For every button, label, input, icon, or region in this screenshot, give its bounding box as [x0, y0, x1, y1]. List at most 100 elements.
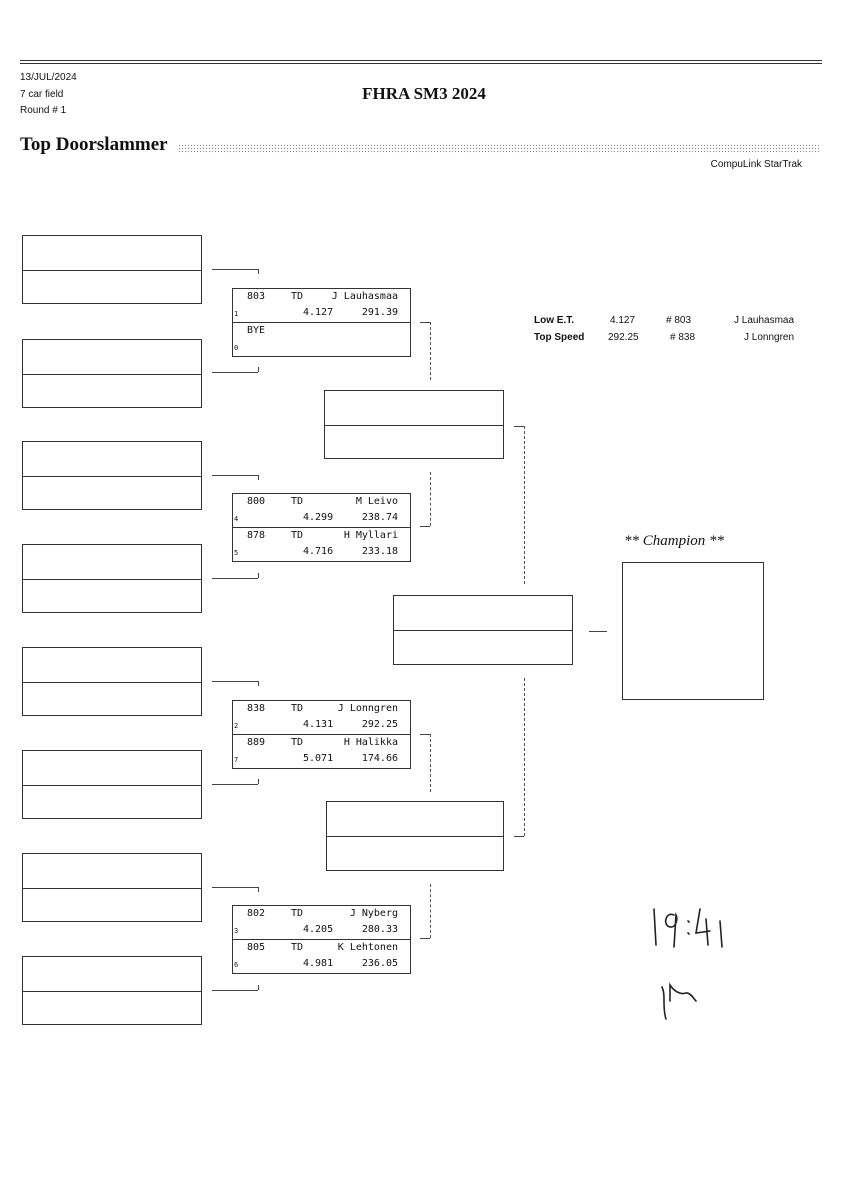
class-title: Top Doorslammer	[20, 134, 168, 155]
connector-line	[420, 938, 430, 939]
driver-name: H Myllari	[343, 530, 398, 541]
car-class: TD	[291, 908, 304, 919]
semifinal-slot-bottom	[326, 801, 504, 871]
car-number: 803	[247, 291, 266, 302]
racer-slot: 805 TD K Lehtonen 4.981 236.05 6	[233, 940, 410, 973]
event-date: 13/JUL/2024	[20, 72, 77, 83]
top-speed-driver: J Lonngren	[744, 332, 795, 343]
top-speed-row: Top Speed	[534, 332, 584, 343]
speed: 291.39	[361, 307, 398, 318]
racer-slot: 800 TD M Leivo 4.299 238.74 4	[233, 494, 410, 528]
car-class: TD	[291, 496, 304, 507]
elapsed-time: 4.127	[303, 307, 334, 318]
dashed-connector	[430, 322, 431, 380]
dashed-connector	[430, 884, 431, 938]
speed: 174.66	[361, 753, 398, 764]
connector-line	[589, 631, 607, 632]
connector-tick	[258, 367, 259, 372]
lane-number: 3	[234, 927, 239, 935]
final-slot	[393, 595, 573, 665]
elapsed-time: 4.981	[303, 958, 334, 969]
speed: 238.74	[361, 512, 398, 523]
racer-slot: BYE 0	[233, 323, 410, 356]
racer-slot: 878 TD H Myllari 4.716 233.18 5	[233, 528, 410, 561]
top-speed-value: 292.25	[608, 332, 639, 343]
pair-3: 838 TD J Lonngren 4.131 292.25 2 889 TD …	[232, 700, 411, 769]
car-class: TD	[291, 737, 304, 748]
low-et-row: Low E.T.	[534, 315, 574, 326]
racer-slot: 802 TD J Nyberg 4.205 280.33 3	[233, 906, 410, 940]
car-number: 802	[247, 908, 266, 919]
racer-slot: 803 TD J Lauhasmaa 4.127 291.39 1	[233, 289, 410, 323]
bracket-slot-empty	[22, 339, 202, 408]
car-number: 838	[247, 703, 266, 714]
bracket-slot-empty	[22, 647, 202, 716]
connector-line	[514, 426, 524, 427]
connector-line	[420, 322, 430, 323]
connector-line	[420, 734, 430, 735]
top-rule-2	[20, 63, 822, 64]
brand-label: CompuLink StarTrak	[710, 159, 802, 170]
low-et-value: 4.127	[610, 315, 636, 326]
connector-tick	[258, 475, 259, 480]
bracket-slot-empty	[22, 235, 202, 304]
lane-number: 7	[234, 756, 239, 764]
connector-tick	[258, 681, 259, 686]
connector-line	[212, 887, 258, 888]
car-number: 878	[247, 530, 266, 541]
elapsed-time: 4.205	[303, 924, 334, 935]
pair-2: 800 TD M Leivo 4.299 238.74 4 878 TD H M…	[232, 493, 411, 562]
lane-number: 4	[234, 515, 239, 523]
lane-number: 6	[234, 961, 239, 969]
driver-name: J Lonngren	[337, 703, 398, 714]
connector-line	[212, 372, 258, 373]
field-size: 7 car field	[20, 89, 64, 100]
connector-line	[212, 269, 258, 270]
dashed-connector	[430, 472, 431, 526]
car-class: TD	[291, 703, 304, 714]
connector-line	[212, 784, 258, 785]
connector-line	[212, 578, 258, 579]
connector-line	[212, 681, 258, 682]
car-class: TD	[291, 530, 304, 541]
top-speed-label: Top Speed	[534, 332, 585, 343]
speed: 280.33	[361, 924, 398, 935]
elapsed-time: 4.131	[303, 719, 334, 730]
driver-name: K Lehtonen	[337, 942, 398, 953]
lane-number: 2	[234, 722, 239, 730]
car-number: 889	[247, 737, 266, 748]
dashed-connector	[524, 426, 525, 584]
pair-4: 802 TD J Nyberg 4.205 280.33 3 805 TD K …	[232, 905, 411, 974]
champion-label: ** Champion **	[624, 533, 725, 549]
connector-line	[212, 990, 258, 991]
driver-name: H Halikka	[343, 737, 398, 748]
lane-number: 1	[234, 310, 239, 318]
driver-name: J Lauhasmaa	[331, 291, 398, 302]
racer-slot: 838 TD J Lonngren 4.131 292.25 2	[233, 701, 410, 735]
connector-tick	[258, 779, 259, 784]
elapsed-time: 5.071	[303, 753, 334, 764]
bracket-slot-empty	[22, 750, 202, 819]
driver-name: J Nyberg	[349, 908, 398, 919]
car-class: TD	[291, 942, 304, 953]
connector-line	[420, 526, 430, 527]
top-speed-car: # 838	[670, 332, 696, 343]
low-et-driver: J Lauhasmaa	[734, 315, 795, 326]
elapsed-time: 4.716	[303, 546, 334, 557]
driver-name: M Leivo	[355, 496, 398, 507]
bracket-slot-empty	[22, 441, 202, 510]
bracket-slot-empty	[22, 544, 202, 613]
top-rule-1	[20, 60, 822, 61]
car-class: TD	[291, 291, 304, 302]
champion-box	[622, 562, 764, 700]
lane-number: 5	[234, 549, 239, 557]
dashed-connector	[524, 678, 525, 836]
pair-1: 803 TD J Lauhasmaa 4.127 291.39 1 BYE 0	[232, 288, 411, 357]
connector-tick	[258, 269, 259, 274]
lane-number: 0	[234, 344, 239, 352]
speed: 236.05	[361, 958, 398, 969]
speed: 292.25	[361, 719, 398, 730]
low-et-label: Low E.T.	[534, 315, 574, 326]
elapsed-time: 4.299	[303, 512, 334, 523]
event-title: FHRA SM3 2024	[362, 84, 486, 103]
